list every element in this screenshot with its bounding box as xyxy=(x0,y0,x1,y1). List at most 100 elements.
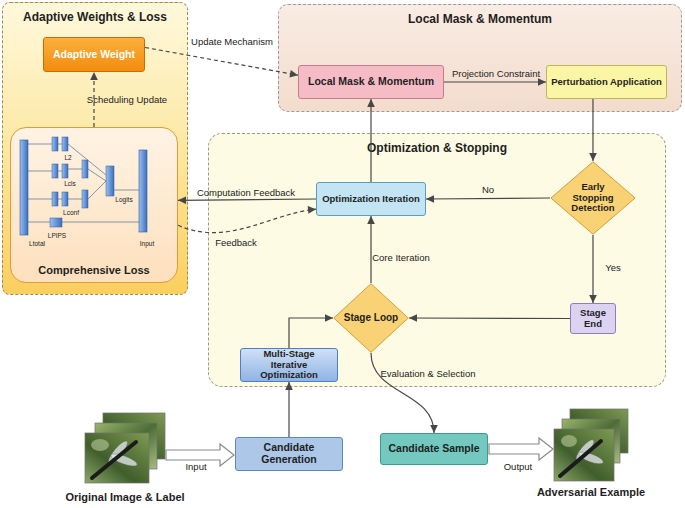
node-label: Adaptive Weights & Loss xyxy=(23,11,167,24)
connector xyxy=(367,216,375,283)
connector-line xyxy=(426,198,550,199)
arrow-head xyxy=(430,425,438,433)
connector-line xyxy=(370,216,371,283)
connector-line xyxy=(288,382,289,437)
connector-line xyxy=(592,99,593,161)
connector xyxy=(426,195,550,203)
insect-wing xyxy=(109,451,138,468)
node-label: Perturbation Application xyxy=(551,77,661,88)
connector-line xyxy=(371,353,434,433)
diagram-label: LPIPS xyxy=(48,232,66,239)
insect-wing xyxy=(574,437,597,462)
image-node: Adversarial Example xyxy=(554,409,628,481)
diagram-label: Logits xyxy=(115,196,132,203)
group-panel: Local Mask & MomentumLocal Mask & Moment… xyxy=(278,4,682,112)
connector xyxy=(289,314,333,348)
arrow-head xyxy=(589,153,597,161)
connector xyxy=(589,99,597,161)
node-label: Stage Loop xyxy=(344,312,398,323)
connector xyxy=(409,314,570,322)
decision-diamond: Stage Loop xyxy=(333,283,409,353)
connector xyxy=(371,353,438,433)
leaf-patch xyxy=(91,439,109,451)
photo xyxy=(103,413,165,459)
node-label: Stage End xyxy=(574,308,612,329)
connector-line xyxy=(178,199,316,200)
process-box: Adaptive Weight xyxy=(43,37,145,72)
photo xyxy=(570,409,628,453)
connector-line xyxy=(289,318,333,348)
photo xyxy=(554,429,614,481)
edge-label: Computation Feedback xyxy=(197,188,295,198)
node-label: Adaptive Weight xyxy=(53,49,135,61)
connector xyxy=(145,48,298,78)
connector xyxy=(285,382,293,437)
connector xyxy=(489,438,553,460)
arrow-head xyxy=(90,72,98,80)
edge-label: No xyxy=(482,185,494,195)
diagram-label: Lcls xyxy=(64,180,76,187)
arrow-head xyxy=(367,216,375,224)
edge-label: Feedback xyxy=(215,238,257,248)
node-label: Original Image & Label xyxy=(40,491,210,503)
diamond-shape xyxy=(334,284,408,353)
connector-line xyxy=(178,209,316,232)
connector-line xyxy=(409,317,570,319)
arrow-head xyxy=(285,382,293,390)
block-arrow xyxy=(489,438,553,460)
arrow-head xyxy=(409,314,417,322)
insect-wing xyxy=(106,439,130,466)
decision-diamond: Early Stopping Detection xyxy=(550,161,636,235)
image-node: Original Image & Label xyxy=(85,413,165,483)
connector xyxy=(589,235,597,303)
loss-panel: Comprehensive Loss xyxy=(10,127,178,283)
process-box: Stage End xyxy=(570,303,616,334)
insect-wing xyxy=(577,450,604,466)
diagram-label: L2 xyxy=(64,154,71,161)
connector-line xyxy=(370,99,371,182)
diamond-shape xyxy=(551,162,635,235)
insect-body xyxy=(560,441,601,476)
node-label: Comprehensive Loss xyxy=(38,264,149,276)
edge-label: Projection Constraint xyxy=(452,69,540,79)
arrow-head xyxy=(178,196,186,204)
edge-label: Evaluation & Selection xyxy=(380,369,475,379)
node-label: Local Mask & Momentum xyxy=(308,76,434,88)
group-panel: Adaptive Weights & LossAdaptive WeightCo… xyxy=(2,2,188,295)
insect-body xyxy=(92,442,136,478)
connector-line xyxy=(145,48,298,76)
node-label: Adversarial Example xyxy=(506,486,676,498)
group-panel: Optimization & StoppingOptimization Iter… xyxy=(208,133,666,387)
node-label: Early Stopping Detection xyxy=(560,182,626,214)
edge-label: Input xyxy=(185,462,206,472)
connector-line xyxy=(592,235,593,303)
node-label: Candidate Generation xyxy=(239,442,339,466)
node-label: Multi-Stage Iterative Optimization xyxy=(244,349,334,381)
photo xyxy=(95,423,157,469)
edge-label: Output xyxy=(504,462,533,472)
process-box: Perturbation Application xyxy=(546,65,667,99)
diagram-label: Lconf xyxy=(63,209,79,216)
leaf-patch xyxy=(561,435,577,447)
connector xyxy=(178,206,316,232)
arrow-head xyxy=(538,78,546,86)
node-label: Optimization & Stopping xyxy=(367,142,507,155)
photo xyxy=(562,419,620,463)
arrow-head xyxy=(367,99,375,107)
edge-label: Update Mechanism xyxy=(191,37,273,47)
process-box: Candidate Sample xyxy=(380,433,488,465)
edge-label: Scheduling Update xyxy=(87,95,167,105)
connector xyxy=(367,99,375,182)
node-label: Candidate Sample xyxy=(388,443,479,455)
arrow-head xyxy=(308,206,316,214)
node-label: Optimization Iteration xyxy=(322,194,420,205)
arrow-head xyxy=(589,295,597,303)
edge-label: Yes xyxy=(605,263,621,273)
edge-label: Core Iteration xyxy=(372,253,430,263)
process-box: Multi-Stage Iterative Optimization xyxy=(240,348,338,382)
connector xyxy=(444,78,546,86)
process-box: Local Mask & Momentum xyxy=(298,65,444,99)
process-box: Candidate Generation xyxy=(235,437,343,471)
photo xyxy=(85,433,149,483)
